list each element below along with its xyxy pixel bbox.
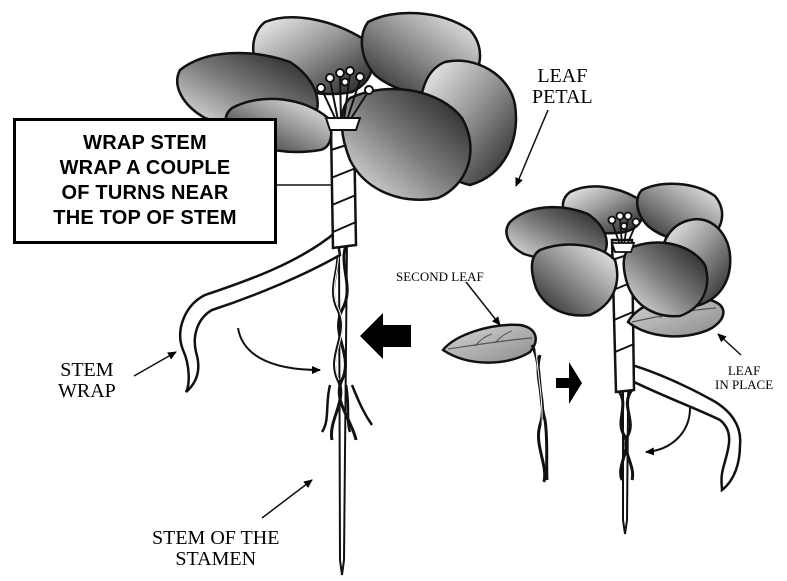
label-stem-of-stamen-line2: STAMEN — [152, 549, 279, 570]
leader-stem-of-stamen — [262, 480, 312, 518]
label-stem-wrap-line2: WRAP — [58, 381, 116, 402]
small-flower — [506, 184, 740, 534]
label-stem-of-stamen-line1: STEM OF THE — [152, 528, 279, 549]
right-arrow-icon — [556, 362, 582, 404]
second-leaf — [443, 325, 547, 482]
left-arrow-icon — [360, 313, 411, 359]
leader-leaf-in-place — [718, 334, 741, 355]
label-stem-wrap-line1: STEM — [58, 360, 116, 381]
curved-arrow-small — [646, 408, 690, 452]
leader-stem-wrap — [134, 352, 176, 376]
label-leaf-petal-line2: PETAL — [532, 87, 593, 108]
label-leaf-petal: LEAF PETAL — [532, 66, 593, 108]
label-stem-of-stamen: STEM OF THE STAMEN — [152, 528, 279, 570]
label-leaf-in-place: LEAF IN PLACE — [715, 364, 773, 392]
wrap-stem-callout: WRAP STEM WRAP A COUPLE OF TURNS NEAR TH… — [13, 118, 277, 244]
stem-wrap-ribbon — [180, 232, 340, 392]
callout-line-1: WRAP STEM — [83, 131, 207, 156]
large-flower — [177, 13, 516, 575]
label-leaf-petal-line1: LEAF — [532, 66, 593, 87]
large-stem — [322, 240, 372, 575]
label-stem-wrap: STEM WRAP — [58, 360, 116, 402]
label-leaf-in-place-line2: IN PLACE — [715, 378, 773, 392]
callout-line-4: THE TOP OF STEM — [53, 206, 236, 231]
leader-second-leaf — [466, 282, 500, 325]
callout-line-3: OF TURNS NEAR — [61, 181, 228, 206]
callout-line-2: WRAP A COUPLE — [60, 156, 231, 181]
leader-leaf-petal — [516, 110, 548, 186]
curved-arrow-large — [238, 328, 320, 370]
label-leaf-in-place-line1: LEAF — [715, 364, 773, 378]
label-second-leaf: SECOND LEAF — [396, 270, 484, 284]
